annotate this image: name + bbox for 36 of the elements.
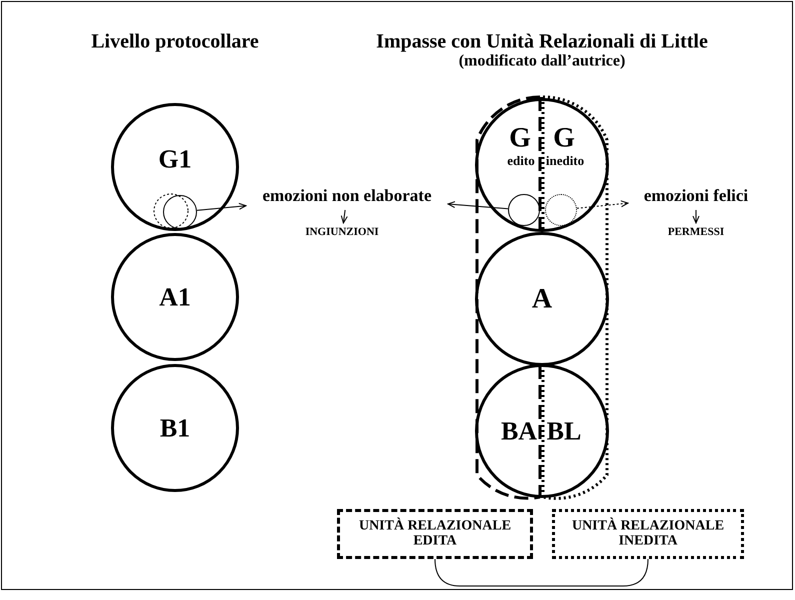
state-label: A — [532, 284, 552, 314]
annotation-label: PERMESSI — [668, 227, 724, 239]
ego-state-circle — [475, 364, 609, 498]
annotation-label: emozioni non elaborate — [262, 187, 432, 205]
state-label: G — [553, 123, 575, 153]
arrow — [576, 200, 628, 209]
state-sublabel: inedito — [546, 154, 584, 168]
ego-state-circle — [475, 232, 609, 366]
state-label: G — [509, 123, 531, 153]
heading: Livello protocollare — [91, 32, 259, 52]
heading: Impasse con Unità Relazionali di Little — [376, 32, 708, 52]
state-label: B1 — [160, 414, 190, 442]
small-circle — [508, 194, 540, 226]
bracket-connector — [434, 558, 648, 586]
state-label: BA — [500, 417, 538, 445]
arrow — [340, 210, 348, 224]
ego-state-circle — [475, 98, 609, 232]
ego-state-circle — [111, 233, 239, 361]
unit-box — [337, 509, 533, 559]
small-circle — [163, 195, 197, 229]
state-label: BL — [546, 417, 582, 445]
small-circle — [545, 194, 577, 226]
arrow — [448, 201, 508, 210]
ego-state-circle — [111, 103, 239, 231]
state-sublabel: edito — [507, 154, 535, 168]
subheading: (modificato dall’autrice) — [458, 54, 626, 70]
unit-label: UNITÀ RELAZIONALE INEDITA — [570, 519, 726, 549]
annotation-label: INGIUNZIONI — [305, 227, 379, 239]
unit-label: UNITÀ RELAZIONALE EDITA — [358, 519, 512, 549]
ego-state-circle — [111, 364, 239, 492]
arrow — [196, 202, 246, 211]
state-label: A1 — [159, 283, 191, 311]
unit-box — [552, 509, 744, 559]
annotation-label: emozioni felici — [644, 187, 748, 205]
state-label: G1 — [158, 145, 192, 173]
arrow — [692, 210, 700, 224]
